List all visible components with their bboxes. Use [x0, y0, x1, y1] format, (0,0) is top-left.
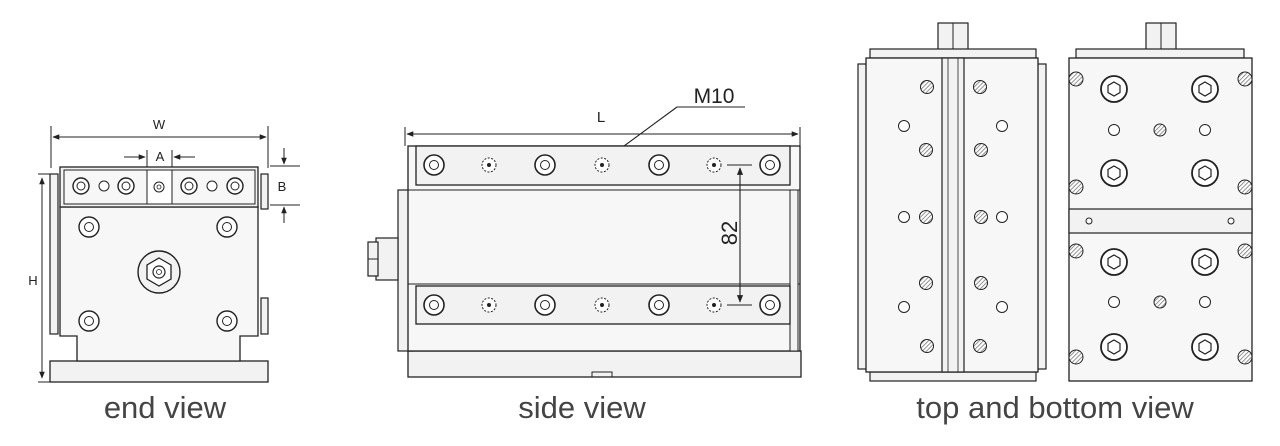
top-view — [857, 22, 1047, 382]
bottom-view-socket-screws — [1100, 75, 1219, 361]
hole-spacing-dimension-label: 82 — [717, 221, 742, 245]
spindle-nut-icon — [137, 250, 181, 294]
width-dimension-label: W — [153, 117, 166, 132]
top-view-center-rail — [941, 57, 965, 373]
top-bottom-view-caption: top and bottom view — [916, 390, 1194, 425]
side-view: L M10 — [367, 85, 802, 378]
height-dimension-label: H — [28, 273, 37, 288]
thread-callout-label: M10 — [694, 85, 735, 108]
bottom-view-center-key — [1068, 208, 1253, 234]
body-corner-holes — [78, 216, 238, 332]
side-view-base — [407, 350, 802, 378]
end-view-base — [49, 360, 269, 383]
bottom-view — [1068, 22, 1253, 382]
length-dimension-label: L — [597, 109, 605, 126]
side-view-caption: side view — [518, 390, 646, 425]
bottom-view-small-holes — [1108, 123, 1211, 309]
bottom-view-side-notches — [1068, 71, 1253, 365]
jaw-screw-holes — [72, 177, 244, 195]
jaw-height-dimension-label: B — [278, 179, 287, 194]
end-view-caption: end view — [103, 390, 227, 425]
end-view: W A B H — [28, 117, 300, 383]
slot-dimension-label: A — [156, 149, 165, 164]
top-view-holes — [898, 80, 1008, 353]
upper-jaw-holes — [423, 154, 781, 176]
side-view-handwheel-boss — [367, 237, 399, 281]
lower-jaw-holes — [423, 294, 781, 316]
